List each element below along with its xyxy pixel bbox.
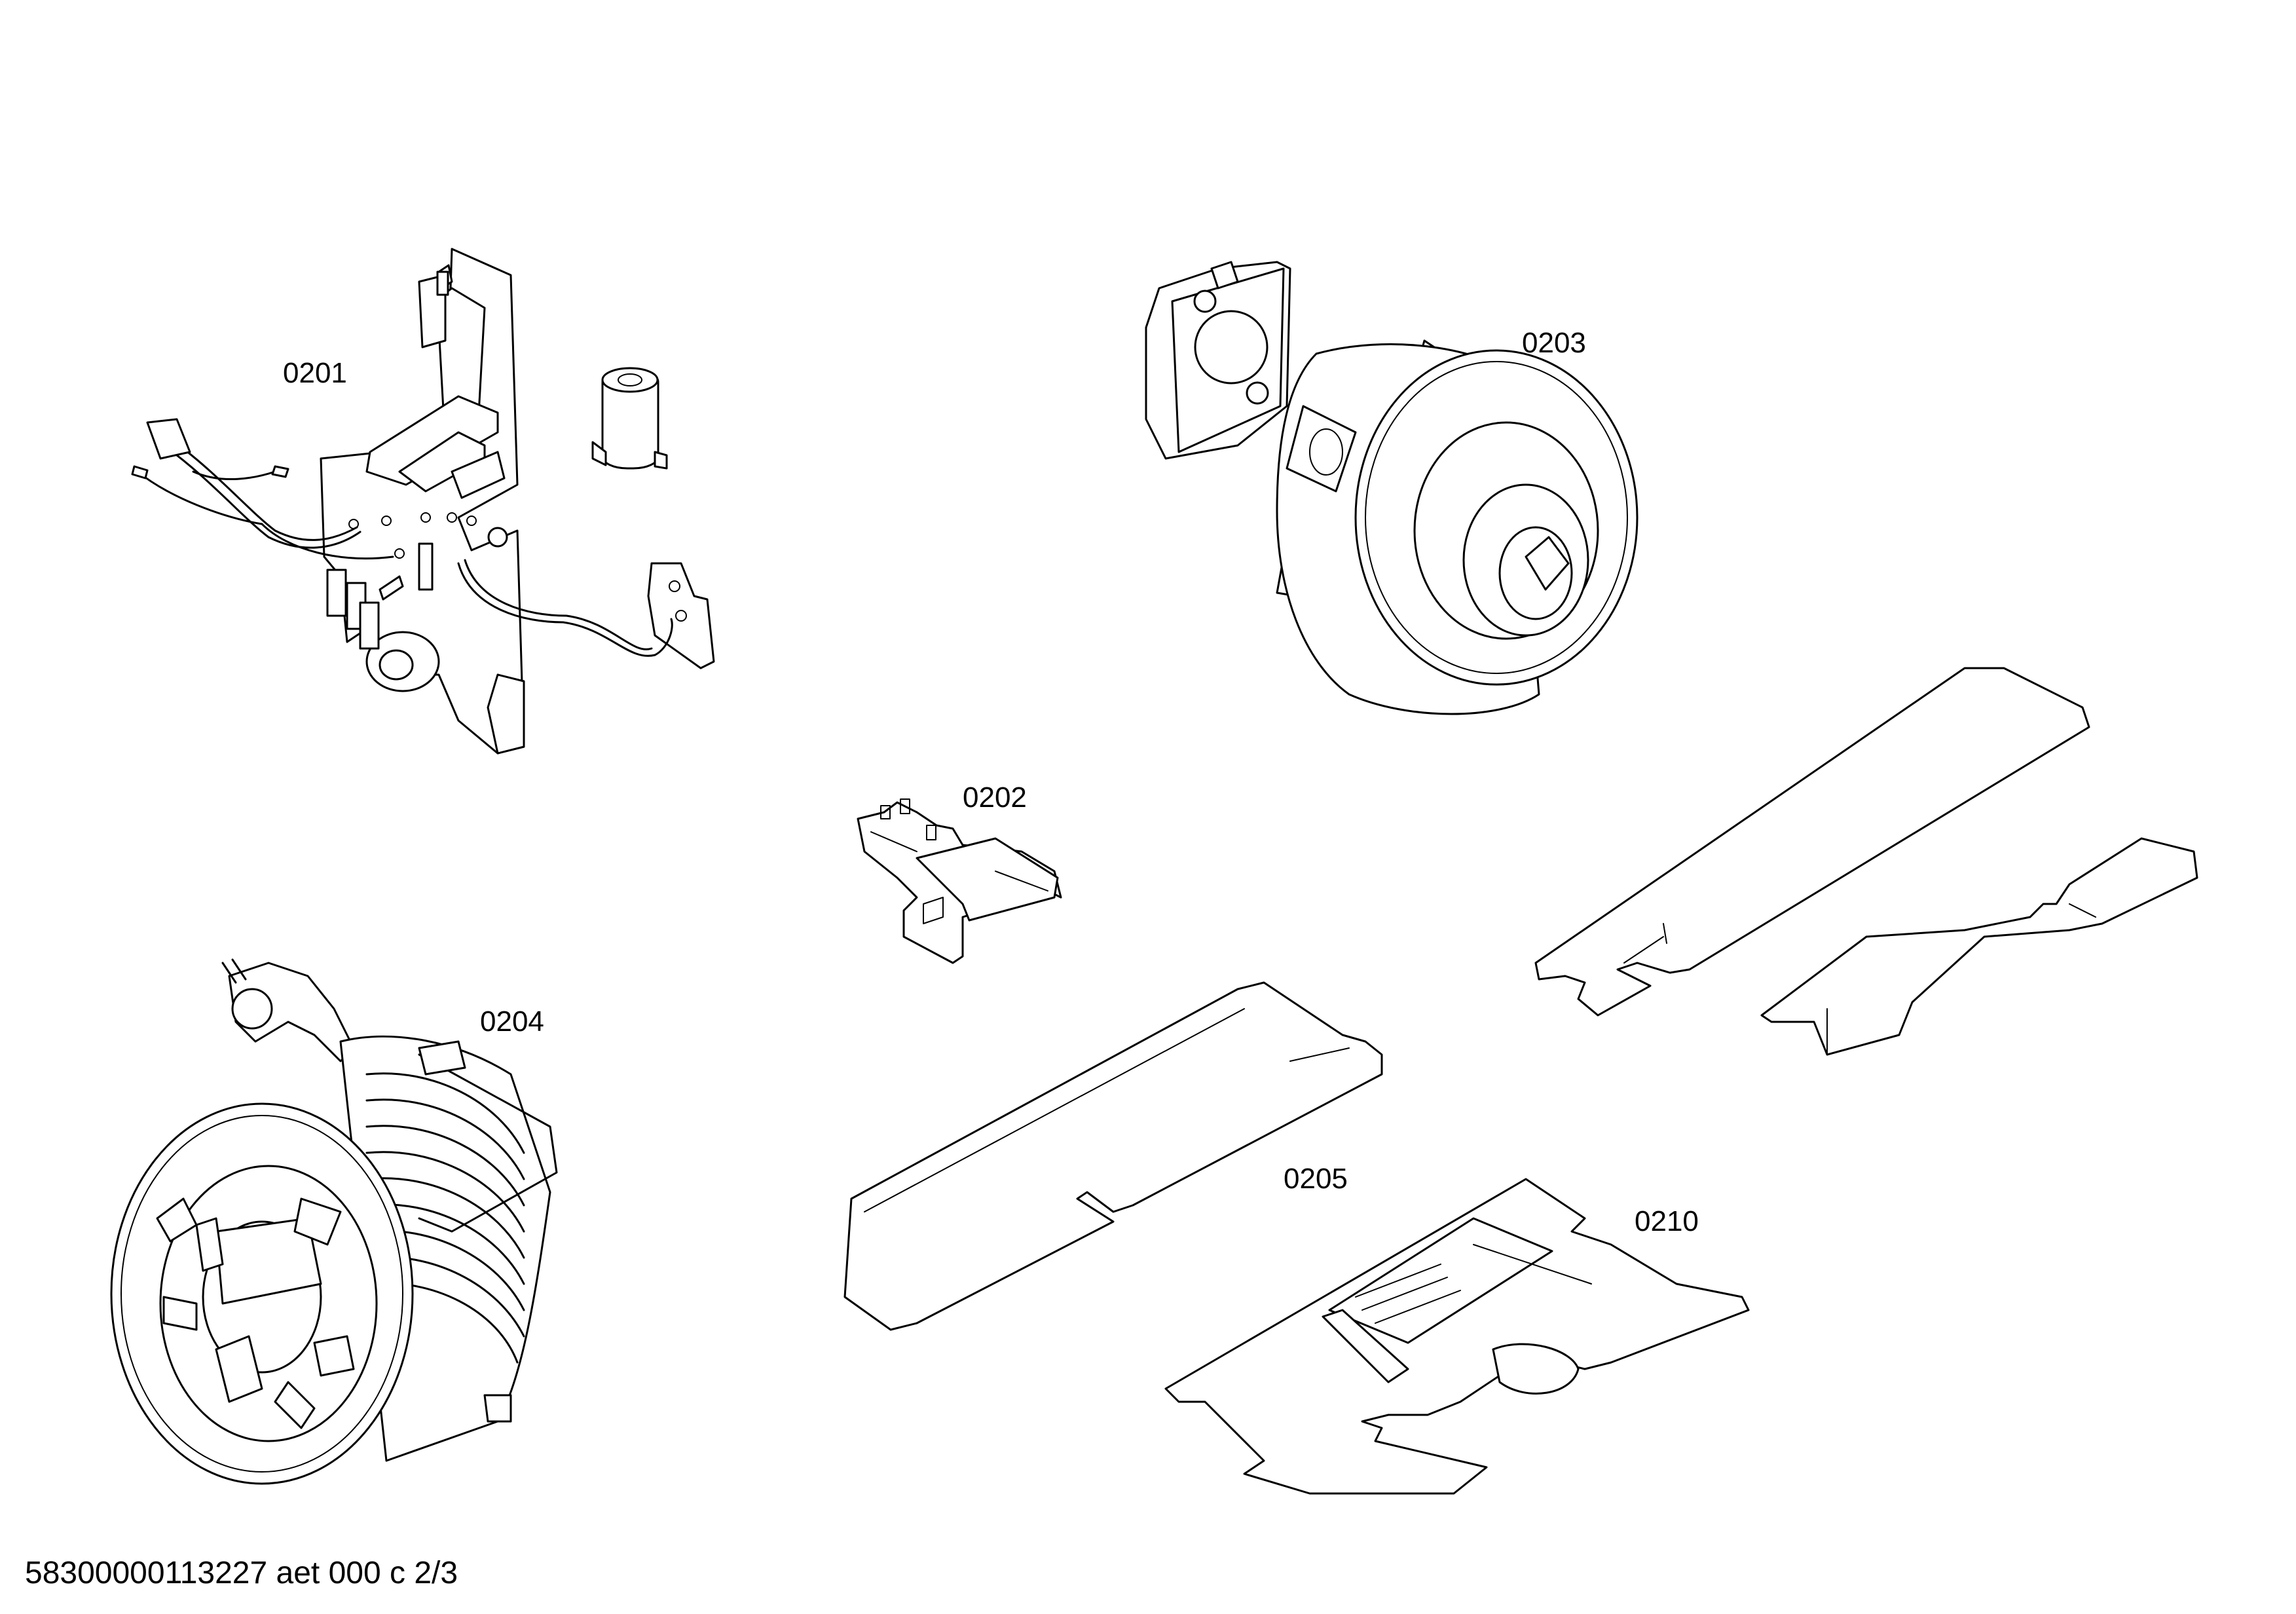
part-label-0201: 0201 <box>283 357 347 389</box>
gasket-plate-icon <box>1164 1178 1750 1495</box>
part-label-0204: 0204 <box>480 1005 544 1038</box>
switch-clip-icon <box>857 798 1062 964</box>
motor-icon <box>1145 261 1639 715</box>
part-label-0205: 0205 <box>1284 1163 1348 1195</box>
filter-strip-icon <box>843 667 2198 1331</box>
cable-reel-icon <box>110 958 558 1485</box>
part-label-0203: 0203 <box>1522 327 1586 359</box>
part-label-0202: 0202 <box>963 781 1027 814</box>
document-footer: 58300000113227 aet 000 c 2/3 <box>25 1556 458 1590</box>
control-board-assembly-icon <box>131 248 715 755</box>
part-label-0210: 0210 <box>1635 1205 1699 1237</box>
